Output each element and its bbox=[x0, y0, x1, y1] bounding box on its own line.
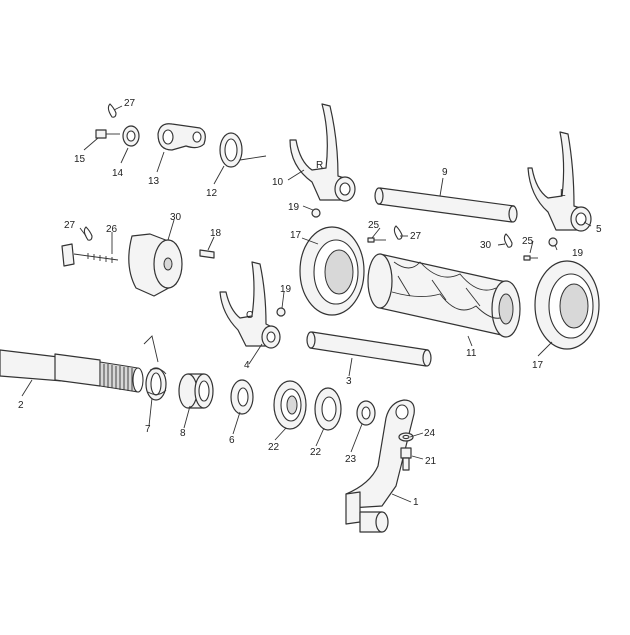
callout-25b: 25 bbox=[522, 236, 534, 247]
callout-1: 1 bbox=[413, 497, 419, 508]
callout-27d: 30 bbox=[480, 240, 492, 251]
part-fork-5: L bbox=[527, 131, 592, 232]
part-bolt-21 bbox=[400, 447, 412, 471]
callout-7: 7 bbox=[145, 424, 151, 435]
callout-8: 8 bbox=[180, 428, 186, 439]
callout-17b: 17 bbox=[532, 360, 544, 371]
grease-drop-a bbox=[107, 103, 117, 118]
part-shift-lever-1 bbox=[345, 399, 415, 533]
part-nut-19c bbox=[548, 237, 558, 247]
part-pin-3 bbox=[306, 331, 432, 367]
part-bearing-17b bbox=[534, 260, 600, 350]
part-shift-drum-11 bbox=[367, 253, 521, 338]
callout-17a: 17 bbox=[290, 230, 302, 241]
part-spring-7 bbox=[143, 335, 167, 401]
fork-mark-l: L bbox=[560, 188, 566, 199]
part-bushing-14 bbox=[122, 125, 140, 147]
callout-10: 10 bbox=[272, 177, 284, 188]
callout-18: 18 bbox=[210, 228, 222, 239]
part-washer-24 bbox=[398, 432, 414, 442]
callout-12: 12 bbox=[206, 188, 218, 199]
part-spring-12 bbox=[219, 132, 267, 168]
callout-2: 2 bbox=[18, 400, 24, 411]
part-seal-23 bbox=[356, 400, 376, 426]
callout-26: 26 bbox=[106, 224, 118, 235]
fork-mark-c: C bbox=[246, 310, 253, 321]
part-bearing-22b bbox=[314, 387, 342, 431]
callout-23: 23 bbox=[345, 454, 357, 465]
callout-15: 15 bbox=[74, 154, 86, 165]
part-bearing-22a bbox=[273, 380, 307, 430]
callout-3: 3 bbox=[346, 376, 352, 387]
callout-4: 4 bbox=[244, 360, 250, 371]
callout-leaders bbox=[21, 105, 592, 503]
callout-30: 30 bbox=[170, 212, 182, 223]
part-washer-6 bbox=[230, 379, 254, 415]
part-bearing-17a bbox=[299, 226, 365, 316]
callout-22b: 22 bbox=[310, 447, 322, 458]
grease-drop-b bbox=[83, 226, 93, 241]
callout-24: 24 bbox=[424, 428, 436, 439]
part-pin-25b bbox=[523, 255, 538, 261]
part-pin-25a bbox=[367, 237, 386, 243]
callout-21: 21 bbox=[425, 456, 437, 467]
fork-mark-r: R bbox=[316, 160, 323, 171]
callout-22a: 22 bbox=[268, 442, 280, 453]
callout-6: 6 bbox=[229, 435, 235, 446]
callout-19a: 19 bbox=[288, 202, 300, 213]
part-fork-10: R bbox=[289, 103, 356, 202]
callout-13: 13 bbox=[148, 176, 160, 187]
grease-drop-d bbox=[503, 233, 513, 248]
part-rod-9 bbox=[374, 187, 518, 223]
part-star-30 bbox=[128, 233, 183, 297]
callout-9: 9 bbox=[442, 167, 448, 178]
part-collar-8 bbox=[178, 373, 214, 409]
part-lever-13 bbox=[157, 123, 206, 151]
callout-27b: 27 bbox=[64, 220, 76, 231]
callout-19c: 19 bbox=[572, 248, 584, 259]
callout-5: 5 bbox=[596, 224, 602, 235]
callout-14: 14 bbox=[112, 168, 124, 179]
callout-27a: 27 bbox=[124, 98, 136, 109]
part-nut-19b bbox=[276, 307, 286, 317]
callout-27c: 27 bbox=[410, 231, 422, 242]
part-number-labels: 27 15 14 13 12 10 19 9 5 19 25 30 25 27 … bbox=[18, 98, 602, 508]
splined-end bbox=[99, 361, 144, 393]
callout-11: 11 bbox=[466, 348, 477, 359]
part-bolt-26 bbox=[61, 243, 119, 267]
callout-19b: 19 bbox=[280, 284, 292, 295]
part-pin-18 bbox=[199, 249, 215, 259]
callout-25a: 25 bbox=[368, 220, 380, 231]
part-screw-15 bbox=[95, 129, 120, 139]
part-fork-4: C bbox=[219, 261, 281, 349]
part-nut-19a bbox=[311, 208, 321, 218]
part-shift-shaft bbox=[0, 349, 144, 393]
grease-drop-c bbox=[393, 225, 403, 240]
